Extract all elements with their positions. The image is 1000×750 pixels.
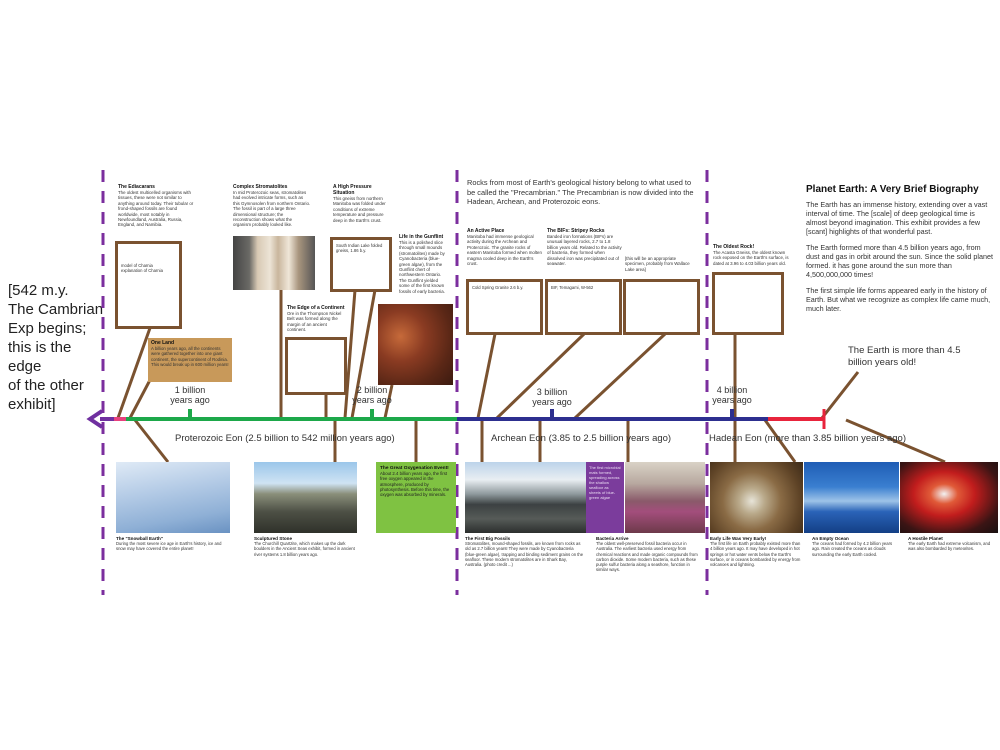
oldest-rock-frame — [712, 272, 784, 335]
specimen-frame — [623, 279, 700, 335]
lake-gneiss-frame: South Indian Lake folded gneiss, 1.86 b.… — [330, 237, 392, 292]
charnia-frame: model of Charnia explanation of Charnia — [115, 241, 182, 329]
early-life-caption: Early Life Was Very Early!The first life… — [710, 536, 801, 568]
intro-paragraph-2: The Earth formed more than 4.5 billion y… — [806, 243, 994, 279]
intro-paragraph-3: The first simple life forms appeared ear… — [806, 286, 991, 313]
ocean-photo — [804, 462, 899, 533]
tick-3-label: 3 billion years ago — [532, 387, 572, 407]
bacteria-photo — [625, 462, 705, 533]
granite-frame: Cold Spring Granite 2.6 b.y. — [466, 279, 543, 335]
stromatolite-photo — [233, 236, 315, 290]
tick-4-label: 4 billion years ago — [712, 385, 752, 405]
hadean-label: Hadean Eon (more than 3.85 billion years… — [709, 433, 906, 444]
stromatolite-fossils-photo — [465, 462, 586, 533]
bottom-connectors — [133, 418, 946, 464]
snowball-photo — [116, 462, 230, 533]
proterozoic-label: Proterozoic Eon (2.5 billion to 542 mill… — [175, 433, 395, 444]
hot-spring-photo — [710, 462, 803, 533]
purple-note: The first microbial mats formed, spreadi… — [586, 462, 624, 533]
left-note: [542 m.y. The Cambrian Exp begins; this … — [8, 282, 104, 413]
tick-1-label: 1 billion years ago — [170, 385, 210, 405]
precambrian-note: Rocks from most of Earth's geological hi… — [467, 178, 694, 207]
intro-text: The Earth has an immense history, extend… — [806, 200, 994, 320]
page-title: Planet Earth: A Very Brief Biography — [806, 184, 979, 195]
snowball-caption: The "Snowball Earth"During the most seve… — [116, 536, 222, 552]
archean-label: Archean Eon (3.85 to 2.5 billion years a… — [491, 433, 672, 444]
oxygenation-box: The Great Oxygenation Event!About 2.4 bi… — [376, 462, 456, 533]
intro-paragraph-1: The Earth has an immense history, extend… — [806, 200, 988, 236]
sculptured-photo — [254, 462, 357, 533]
age-note: The Earth is more than 4.5 billion years… — [848, 345, 961, 368]
top-connectors — [116, 289, 860, 420]
tick-2-label: 2 billion years ago — [352, 385, 392, 405]
timeline-arrow-head — [86, 409, 104, 429]
temagami-frame: BIF, Temagami, W-562 — [545, 279, 622, 335]
edge-frame — [285, 337, 347, 395]
lava-photo — [900, 462, 998, 533]
gunflint-photo — [378, 304, 453, 385]
oldest-rock-block: The Oldest Rock!The Acasta Gneiss, the o… — [713, 244, 789, 266]
specimen-note: [this will be an appropriate specimen, p… — [625, 256, 690, 272]
